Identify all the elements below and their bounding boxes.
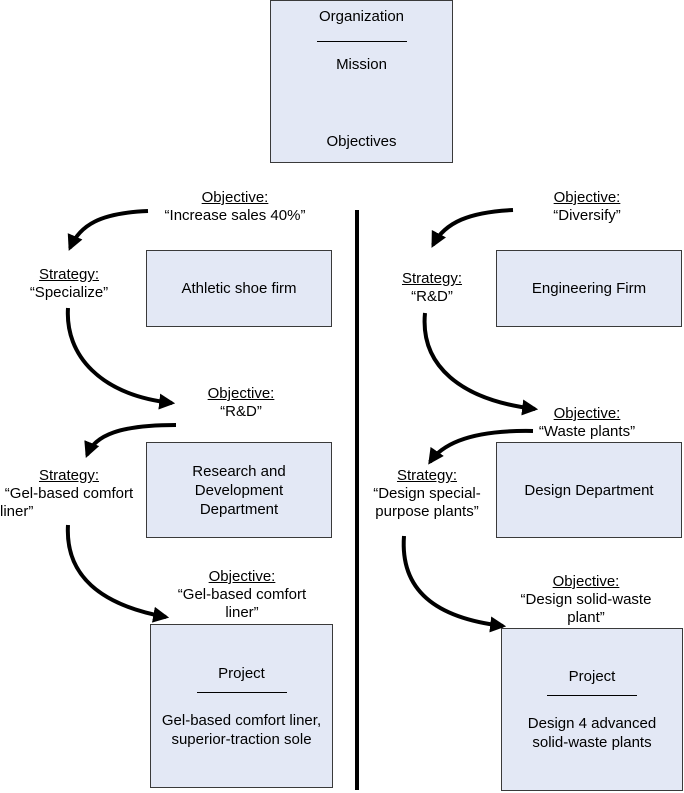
right-objective-2-heading: Objective:: [553, 405, 621, 422]
left-objective-1-heading: Objective:: [201, 189, 269, 206]
design-department-box: Design Department: [496, 442, 682, 538]
rd-department-line2: Development: [194, 481, 284, 499]
organization-box: Organization Mission Objectives: [270, 0, 453, 163]
left-strategy-2-heading: Strategy:: [38, 467, 100, 484]
left-objective-1-text: “Increase sales 40%”: [164, 207, 306, 224]
right-objective-1-heading: Objective:: [553, 189, 621, 206]
objectives-label: Objectives: [326, 133, 397, 150]
right-objective-1-text: “Diversify”: [553, 207, 621, 224]
engineering-firm-box: Engineering Firm: [496, 250, 682, 327]
left-objective-3-heading: Objective:: [208, 568, 276, 585]
rd-department-box: Research and Development Department: [146, 442, 332, 538]
left-arrow-2: [65, 307, 176, 410]
left-strategy-1: Strategy: “Specialize”: [0, 266, 138, 302]
left-project-box: Project Gel-based comfort liner, superio…: [150, 624, 333, 788]
left-project-line2: superior-traction sole: [171, 730, 312, 748]
left-objective-2-text: “R&D”: [220, 403, 262, 420]
left-project-divider: [196, 691, 287, 693]
right-strategy-1-heading: Strategy:: [401, 270, 463, 287]
left-objective-1: Objective: “Increase sales 40%”: [130, 189, 340, 225]
engineering-firm-label: Engineering Firm: [531, 280, 647, 297]
right-strategy-2-heading: Strategy:: [396, 467, 458, 484]
right-objective-2-text: “Waste plants”: [538, 423, 636, 440]
mission-label: Mission: [336, 56, 387, 73]
left-arrow-4: [65, 524, 170, 623]
right-strategy-1-text: “R&D”: [411, 288, 453, 305]
organization-divider: [316, 41, 407, 42]
right-objective-2: Objective: “Waste plants”: [512, 405, 662, 441]
left-project-line1: Gel-based comfort liner,: [161, 711, 322, 729]
right-project-line2: solid-waste plants: [532, 734, 652, 751]
rd-department-line3: Department: [199, 500, 279, 518]
right-objective-3: Objective: “Design solid-waste plant”: [506, 573, 666, 627]
right-project-title: Project: [568, 668, 616, 685]
right-objective-3-line2: plant”: [567, 609, 605, 626]
left-objective-2: Objective: “R&D”: [166, 385, 316, 421]
left-objective-3: Objective: “Gel-based comfort liner”: [164, 568, 320, 622]
left-arrow-1: [67, 209, 149, 251]
left-strategy-2: Strategy: “Gel-based comfort liner”: [0, 467, 138, 521]
right-strategy-1: Strategy: “R&D”: [372, 270, 492, 306]
right-project-box: Project Design 4 advanced solid-waste pl…: [501, 628, 683, 791]
rd-department-line1: Research and: [192, 462, 286, 480]
design-department-label: Design Department: [524, 481, 654, 499]
right-project-line1: Design 4 advanced: [527, 715, 657, 732]
left-arrow-3: [84, 423, 177, 458]
left-strategy-2-line2: liner”: [0, 503, 34, 520]
left-strategy-1-text: “Specialize”: [29, 284, 109, 301]
right-strategy-2: Strategy: “Design special- purpose plant…: [362, 467, 492, 521]
right-arrow-3: [428, 428, 534, 465]
left-strategy-1-heading: Strategy:: [38, 266, 100, 283]
left-objective-3-line2: liner”: [225, 604, 259, 621]
left-objective-3-line1: “Gel-based comfort: [177, 586, 307, 603]
right-arrow-4: [401, 535, 507, 633]
right-objective-1: Objective: “Diversify”: [512, 189, 662, 225]
right-objective-3-heading: Objective:: [552, 573, 620, 590]
left-objective-2-heading: Objective:: [207, 385, 275, 402]
right-arrow-2: [422, 312, 539, 416]
athletic-shoe-firm-label: Athletic shoe firm: [181, 280, 297, 297]
right-arrow-1: [431, 208, 514, 248]
right-strategy-2-line2: purpose plants”: [375, 503, 479, 520]
right-strategy-2-line1: “Design special-: [373, 485, 481, 502]
left-project-title: Project: [218, 664, 265, 682]
right-project-divider: [547, 695, 637, 696]
left-strategy-2-line1: “Gel-based comfort: [4, 485, 134, 502]
athletic-shoe-firm-box: Athletic shoe firm: [146, 250, 332, 327]
organization-label: Organization: [318, 8, 405, 25]
right-objective-3-line1: “Design solid-waste: [520, 591, 652, 608]
